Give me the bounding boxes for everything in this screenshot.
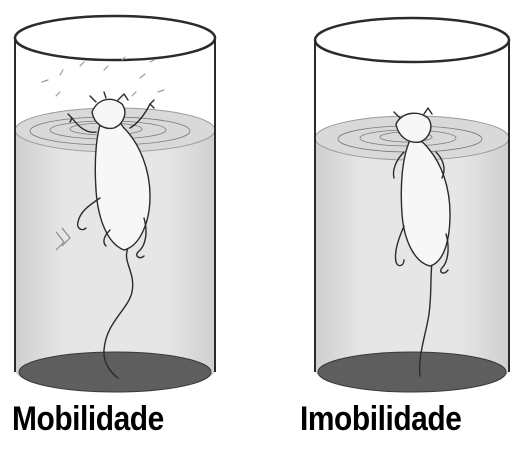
cylinder-floor — [318, 352, 506, 392]
cylinder-floor — [19, 352, 211, 392]
cylinder-rim — [315, 18, 509, 62]
caption-mobility: Mobilidade — [12, 400, 164, 439]
cylinder-mobility — [15, 16, 215, 392]
caption-immobility: Imobilidade — [300, 400, 461, 439]
splash-marks — [42, 57, 164, 96]
cylinder-rim — [15, 16, 215, 60]
cylinder-immobility — [315, 18, 509, 392]
